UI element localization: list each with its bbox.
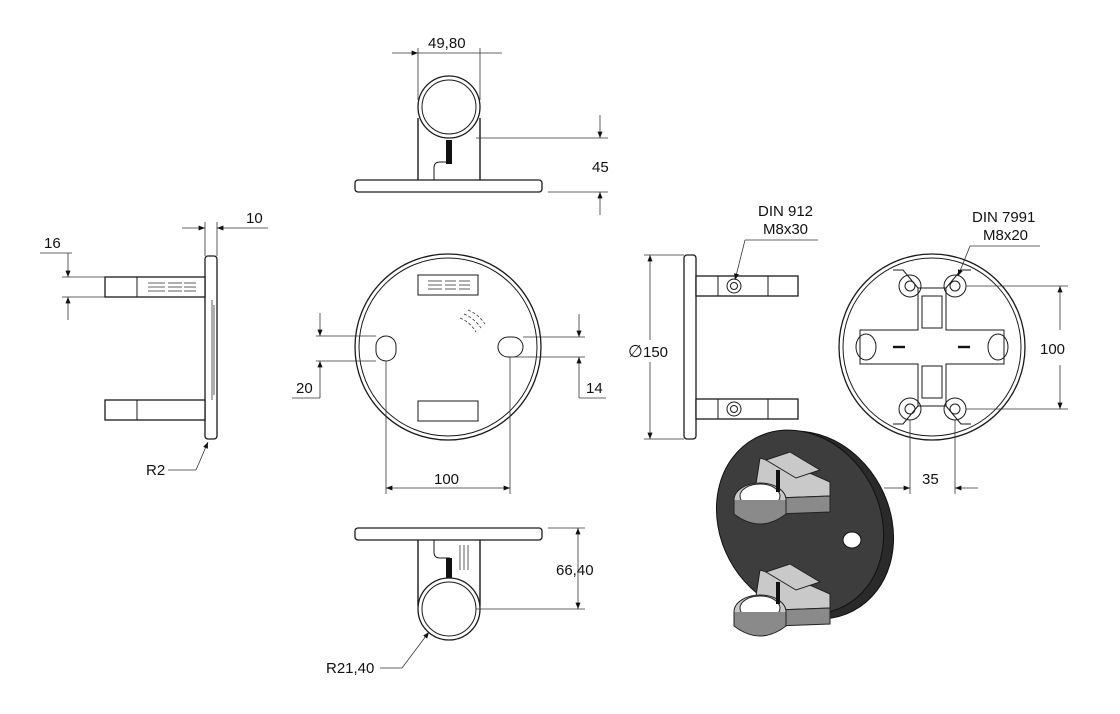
back-horizontal-spacing-label: 35 xyxy=(922,471,939,488)
plate-thickness-label: 10 xyxy=(246,210,263,227)
slot-height-label: 14 xyxy=(586,380,603,397)
back-pocket-bottom xyxy=(921,365,943,399)
hole-spacing-label: 100 xyxy=(434,471,459,488)
bottom-view-stem xyxy=(417,540,481,606)
iso-upper-clamp xyxy=(733,451,831,525)
countersunk-standard-label: DIN 7991 xyxy=(972,209,1035,226)
bottom-view-ring-outer xyxy=(417,577,481,641)
top-height-label: 45 xyxy=(592,159,609,176)
side-plate xyxy=(204,255,218,440)
screw-head-icon xyxy=(726,401,742,417)
bottom-height-label: 66,40 xyxy=(556,562,594,579)
front-view: 20 14 100 xyxy=(292,253,606,494)
diameter-symbol: ∅ xyxy=(628,342,643,361)
right-side-view: ∅ 150 DIN 912 M8x30 xyxy=(628,203,818,440)
bottom-view: 66,40 R21,40 xyxy=(326,527,594,677)
screw-socket xyxy=(730,405,738,413)
arc-marks xyxy=(459,309,486,333)
back-view: DIN 7991 M8x20 100 35 xyxy=(838,209,1068,494)
countersunk-size-label: M8x20 xyxy=(983,227,1028,244)
diameter-label: 150 xyxy=(643,344,668,361)
front-plate-inner xyxy=(358,257,538,437)
back-plate-inner xyxy=(842,257,1022,437)
edge-radius-label: R2 xyxy=(146,462,165,479)
top-view-stem xyxy=(417,118,481,180)
bottom-view-base-plate xyxy=(354,527,543,541)
front-plate-outer xyxy=(354,253,542,441)
top-width-label: 49,80 xyxy=(428,35,466,52)
right-side-plate xyxy=(683,254,697,440)
back-slot-left xyxy=(855,333,877,361)
leader-line xyxy=(734,239,746,281)
top-view-base-plate xyxy=(354,179,543,193)
arm-height-label: 16 xyxy=(44,235,61,252)
screw-head-icon xyxy=(726,278,742,294)
leader-line xyxy=(957,245,971,277)
left-side-view: 10 16 R2 xyxy=(40,210,268,479)
top-view-slot xyxy=(433,161,450,180)
top-view: 49,80 45 xyxy=(354,35,609,215)
top-view-ring-outer xyxy=(417,75,481,139)
leader-line xyxy=(195,441,209,471)
bottom-arm-outline xyxy=(417,400,479,422)
right-upper-arm xyxy=(695,275,799,297)
bottom-view-slot xyxy=(433,540,450,559)
back-vertical-spacing-label: 100 xyxy=(1040,341,1065,358)
thread-marks xyxy=(459,545,469,570)
top-view-ring-inner xyxy=(421,79,477,135)
iso-lower-clamp xyxy=(733,563,831,637)
screw-size-label: M8x30 xyxy=(763,221,808,238)
back-plate-outer xyxy=(838,253,1026,441)
right-lower-arm xyxy=(695,398,799,420)
ring-radius-label: R21,40 xyxy=(326,660,374,677)
thread-marks xyxy=(428,280,470,290)
top-arm-outline xyxy=(417,274,479,296)
slot-width-label: 20 xyxy=(296,380,313,397)
bottom-view-clamp-gap xyxy=(446,558,452,580)
thread-marks xyxy=(148,282,196,292)
lower-arm xyxy=(104,399,206,421)
leader-line xyxy=(401,631,430,669)
back-slot-right xyxy=(987,333,1009,361)
screw-socket xyxy=(730,282,738,290)
screw-standard-label: DIN 912 xyxy=(758,203,813,220)
isometric-view xyxy=(715,429,895,637)
back-pocket-top xyxy=(921,295,943,329)
iso-plate-hole xyxy=(842,531,862,549)
top-view-clamp-gap xyxy=(446,140,452,164)
